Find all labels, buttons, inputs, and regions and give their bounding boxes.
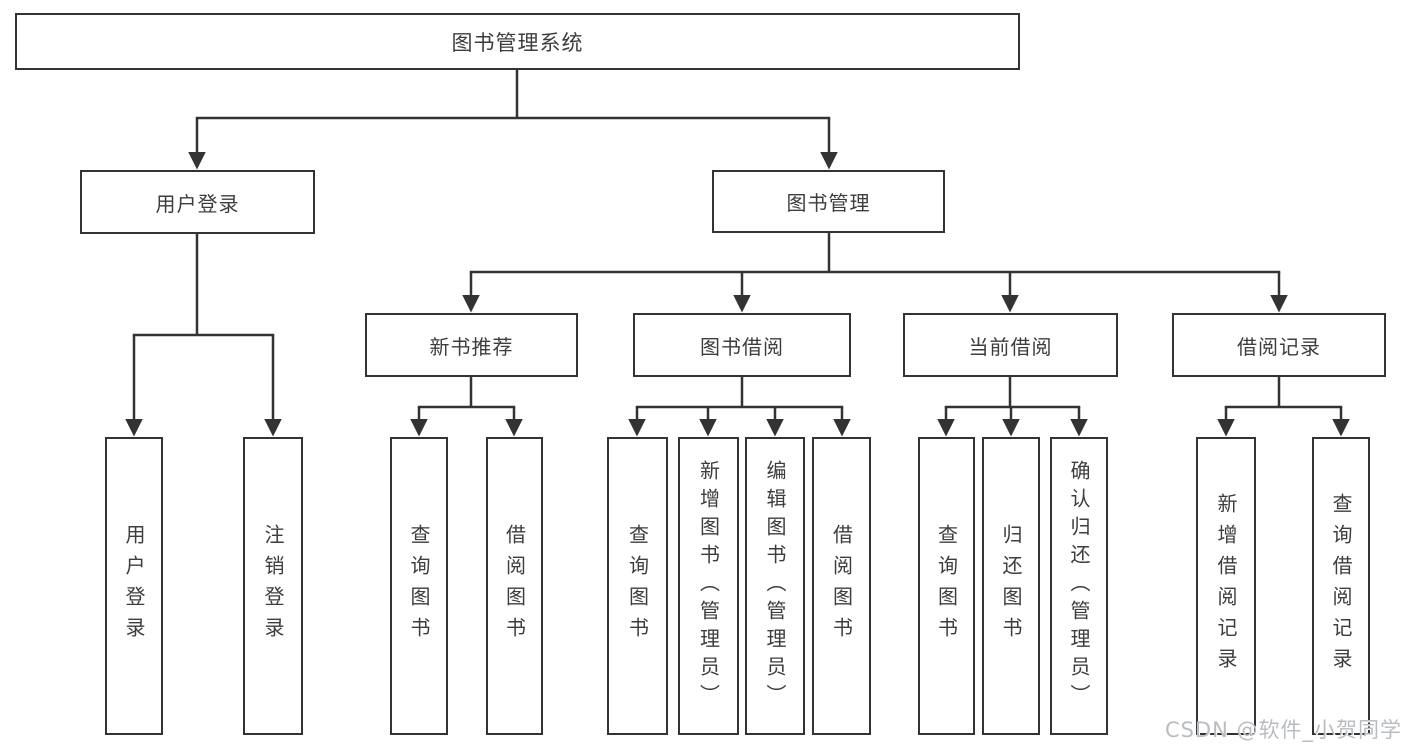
- leaf-add-book-admin: 新增图书（管理员）: [678, 437, 739, 735]
- edge-current-borrow-to-leaves: [937, 377, 1088, 437]
- leaf-user-login: 用户登录: [105, 437, 163, 735]
- leaf-query-borrow-record: 查询借阅记录: [1312, 437, 1370, 735]
- node-current-borrow: 当前借阅: [903, 313, 1118, 377]
- node-new-book-recommend: 新书推荐: [365, 313, 578, 377]
- edge-book-borrow-to-leaves: [628, 377, 851, 437]
- leaf-query-books-recommend: 查询图书: [390, 437, 448, 735]
- leaf-return-book: 归还图书: [982, 437, 1040, 735]
- leaf-query-books-current: 查询图书: [918, 437, 975, 735]
- leaf-borrow-books: 借阅图书: [812, 437, 871, 735]
- edge-root-to-level2: [188, 70, 838, 170]
- leaf-query-books-borrow: 查询图书: [607, 437, 668, 735]
- leaf-edit-book-admin: 编辑图书（管理员）: [745, 437, 805, 735]
- edge-book-management-to-headers: [462, 233, 1288, 313]
- node-book-management-group: 图书管理: [712, 170, 945, 233]
- node-book-borrow: 图书借阅: [633, 313, 851, 377]
- edge-new-book-recommend-to-leaves: [410, 377, 523, 437]
- leaf-confirm-return-admin: 确认归还（管理员）: [1050, 437, 1108, 735]
- leaf-logout: 注销登录: [243, 437, 303, 735]
- node-borrow-records: 借阅记录: [1172, 313, 1386, 377]
- csdn-watermark: CSDN @软件_小贺同学: [1164, 718, 1402, 742]
- node-user-login-group: 用户登录: [80, 170, 315, 234]
- leaf-add-borrow-record: 新增借阅记录: [1196, 437, 1256, 735]
- edge-user-login-to-leaves: [125, 234, 282, 437]
- edge-borrow-records-to-leaves: [1217, 377, 1350, 437]
- node-library-management-system: 图书管理系统: [15, 13, 1020, 70]
- leaf-borrow-books-recommend: 借阅图书: [486, 437, 543, 735]
